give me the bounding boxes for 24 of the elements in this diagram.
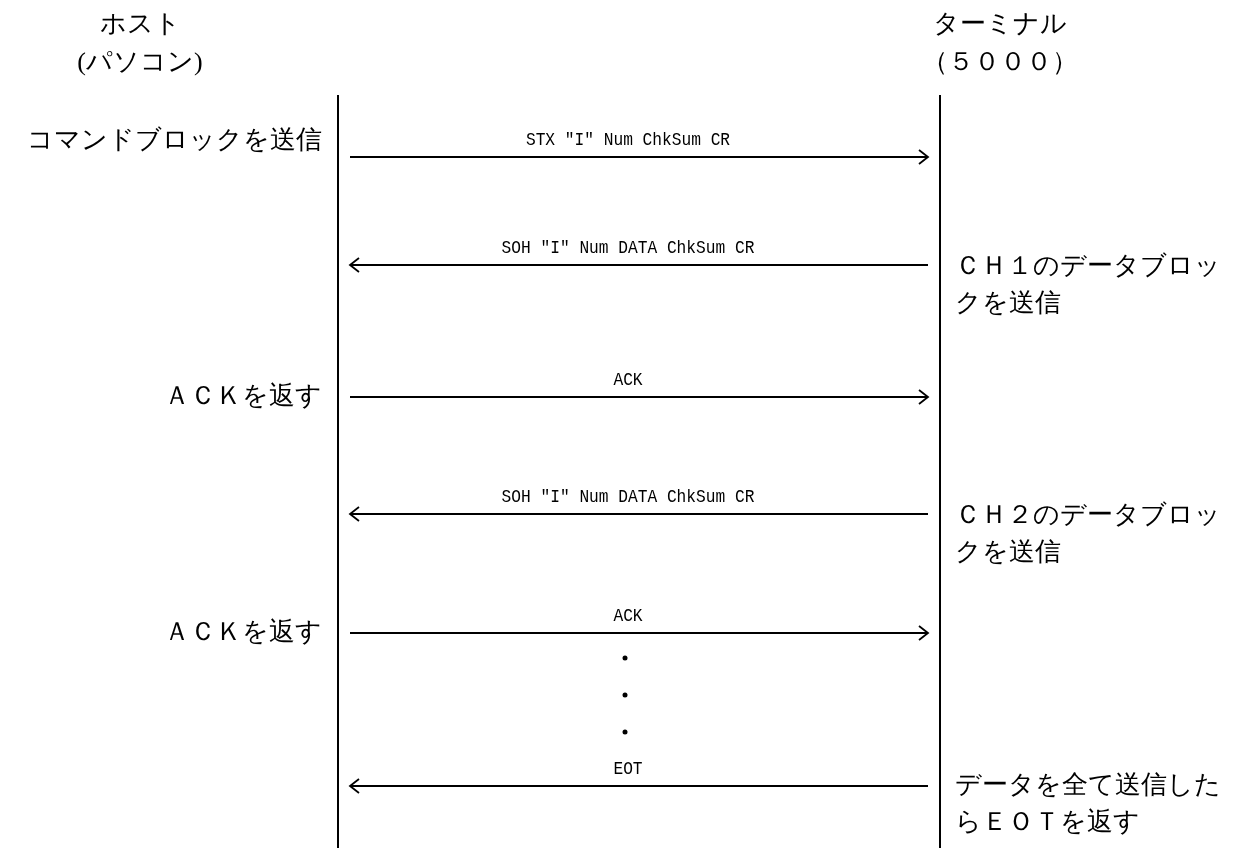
action-note: ＣＨ２のデータブロックを送信 (955, 499, 1222, 568)
participant-heading: (パソコン) (77, 46, 203, 78)
action-note: データを全て送信したらＥＯＴを返す (955, 769, 1222, 838)
message-label: ACK (613, 605, 643, 627)
participant-heading: （５０００） (922, 46, 1078, 78)
action-note: ＡＣＫを返す (164, 616, 322, 648)
message-label: STX ″I″ Num ChkSum CR (525, 129, 731, 151)
message-arrow (349, 389, 929, 405)
message-label: SOH ″I″ Num DATA ChkSum CR (501, 486, 755, 508)
message-label: EOT (613, 758, 643, 780)
message-arrow (349, 778, 929, 794)
action-note: ＡＣＫを返す (164, 380, 322, 412)
participant-heading: ターミナル (933, 8, 1067, 40)
message-label: SOH ″I″ Num DATA ChkSum CR (501, 237, 755, 259)
lifeline (337, 95, 339, 848)
message-label: ACK (613, 369, 643, 391)
lifeline (939, 95, 941, 848)
action-note: コマンドブロックを送信 (27, 124, 322, 156)
participant-heading: ホスト (99, 8, 181, 40)
message-arrow (349, 149, 929, 165)
action-note: ＣＨ１のデータブロックを送信 (955, 250, 1222, 319)
message-arrow (349, 625, 929, 641)
message-arrow (349, 257, 929, 273)
message-arrow (349, 506, 929, 522)
